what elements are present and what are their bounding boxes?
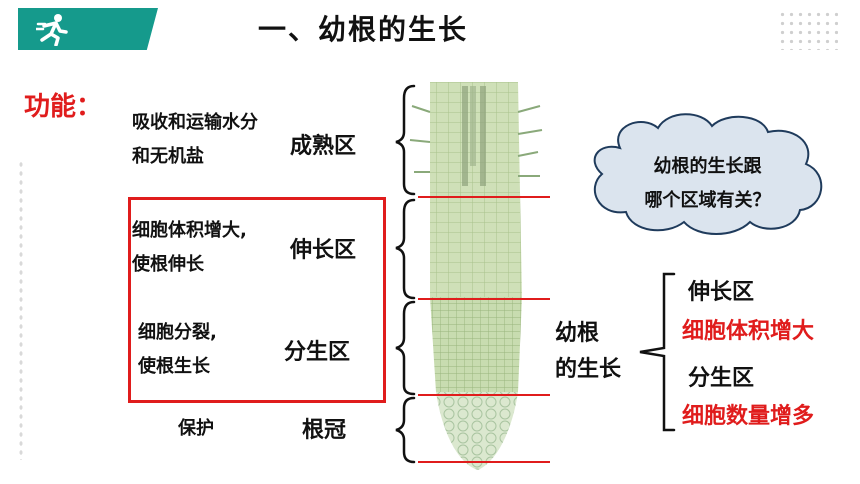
function-line: 和无机盐 <box>132 146 204 167</box>
boundary-line-rootcap <box>418 394 550 396</box>
running-person-icon <box>34 12 70 47</box>
zone-label-maturation: 成熟区 <box>290 134 357 159</box>
summary-zone-meristem: 分生区 <box>688 366 755 391</box>
decorative-dots <box>778 10 838 50</box>
function-line: 吸收和运输水分 <box>132 112 258 133</box>
function-line: 细胞体积增大, <box>132 220 247 241</box>
function-line: 保护 <box>178 418 214 439</box>
root-tip-illustration <box>409 82 543 470</box>
root-hairs <box>409 105 543 177</box>
question-text: 幼根的生长跟 哪个区域有关？ <box>605 150 810 218</box>
function-line: 使根生长 <box>138 356 210 377</box>
boundary-line-elongation <box>418 196 550 198</box>
zone-label-rootcap: 根冠 <box>302 418 347 443</box>
zone-braces <box>395 84 416 464</box>
zone-label-elongation: 伸长区 <box>290 238 357 263</box>
root-cap-region <box>436 392 518 470</box>
question-line: 幼根的生长跟 <box>653 156 762 177</box>
growth-line: 的生长 <box>555 357 622 382</box>
function-rootcap: 保护 <box>178 412 214 446</box>
function-meristem: 细胞分裂, 使根生长 <box>138 316 217 384</box>
summary-zone-elongation: 伸长区 <box>688 280 755 305</box>
page-title: 一、幼根的生长 <box>258 13 469 46</box>
summary-bracket <box>639 272 676 432</box>
boundary-line-tip <box>418 461 550 463</box>
question-cloud <box>593 113 823 235</box>
summary-effect-meristem: 细胞数量增多 <box>682 404 815 429</box>
root-meristem-region <box>430 297 522 392</box>
zone-label-meristem: 分生区 <box>284 340 351 365</box>
growth-label: 幼根 的生长 <box>555 316 621 388</box>
boundary-line-meristem <box>418 298 550 300</box>
summary-effect-elongation: 细胞体积增大 <box>682 319 815 344</box>
function-line: 细胞分裂, <box>138 322 217 343</box>
highlight-box <box>128 197 386 403</box>
decorative-dots-vertical <box>18 160 24 460</box>
function-elongation: 细胞体积增大, 使根伸长 <box>132 214 247 282</box>
growth-line: 幼根 <box>555 321 600 346</box>
functions-label: 功能： <box>24 92 103 122</box>
root-elongation-region <box>430 192 522 297</box>
function-line: 使根伸长 <box>132 254 204 275</box>
question-line: 哪个区域有关？ <box>644 190 771 211</box>
function-maturation: 吸收和运输水分 和无机盐 <box>132 106 258 174</box>
